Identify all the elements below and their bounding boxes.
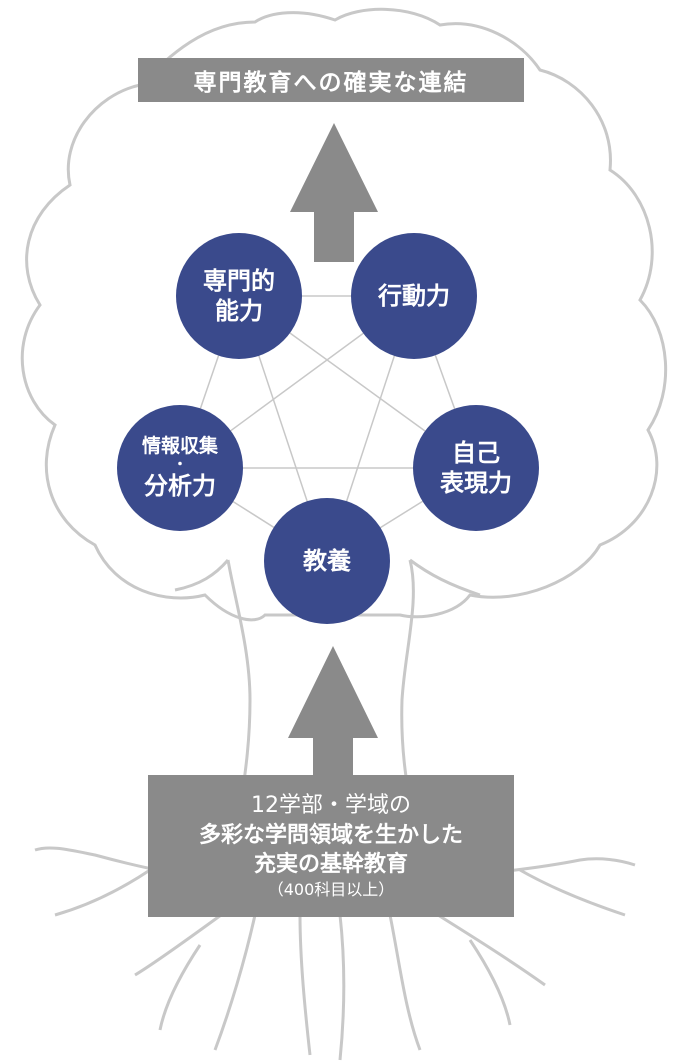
node-joho-dot: ・ — [173, 456, 187, 473]
node-senmon-noryoku: 専門的 能力 — [176, 233, 302, 359]
node-kodoryoku: 行動力 — [351, 233, 477, 359]
tree-canopy — [20, 7, 668, 622]
node-joho-bunseki: 情報収集 ・ 分析力 — [117, 405, 243, 531]
bottom-box-line2: 多彩な学問領域を生かした — [198, 822, 463, 848]
upward-arrow-bottom — [288, 646, 378, 778]
top-banner-text: 専門教育への確実な連結 — [193, 70, 469, 96]
node-jiko-hyogen: 自己 表現力 — [413, 405, 539, 531]
top-banner: 専門教育への確実な連結 — [138, 58, 524, 102]
bottom-box-line3: 充実の基幹教育 — [253, 852, 408, 878]
bottom-box-line1: 12学部・学域の — [251, 793, 411, 819]
bottom-box-line4: （400科目以上） — [267, 880, 395, 900]
tree-trunk — [174, 558, 481, 851]
upward-arrow-top — [290, 123, 378, 262]
node-kyoyo: 教養 — [264, 498, 390, 624]
node-senmon-line1: 専門的 — [203, 267, 275, 295]
node-jiko-line1: 自己 — [452, 439, 500, 467]
node-kyoyo-label: 教養 — [303, 547, 351, 575]
bottom-box: 12学部・学域の 多彩な学問領域を生かした 充実の基幹教育 （400科目以上） — [148, 775, 514, 917]
node-joho-line2: 分析力 — [144, 472, 216, 501]
node-senmon-line2: 能力 — [215, 297, 263, 325]
node-jiko-line2: 表現力 — [440, 469, 512, 497]
node-joho-line1: 情報収集 — [141, 434, 218, 457]
node-kodo-label: 行動力 — [378, 282, 450, 310]
